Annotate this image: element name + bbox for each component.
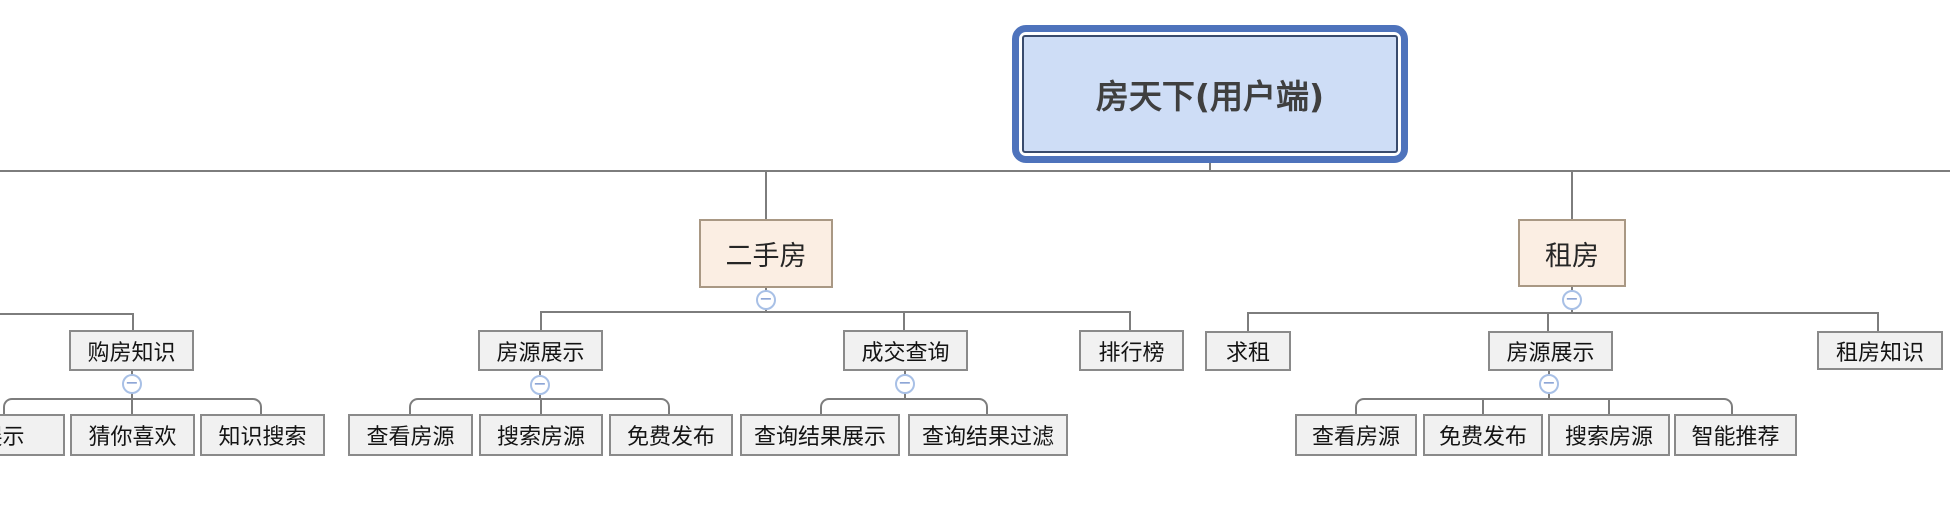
connector-drop-search-listings-b: [1608, 400, 1610, 414]
leaf-view-listings-b[interactable]: 查看房源: [1295, 414, 1417, 456]
connector-bracket-second-hand-children: [540, 311, 1131, 330]
root-node-label: 房天下(用户端): [1022, 35, 1398, 153]
connector-drop-second-hand: [765, 172, 767, 219]
minus-glyph: −: [533, 374, 547, 393]
connector-drop-listing-display-b: [1547, 314, 1549, 331]
connector-bracket-listing-display-a-children: [409, 398, 670, 414]
minus-glyph: −: [1565, 289, 1579, 308]
minus-glyph: −: [1542, 373, 1556, 392]
node-rent[interactable]: 租房: [1518, 219, 1626, 287]
connector-bracket-rent-children: [1247, 312, 1879, 331]
connector-drop-search-listings-a: [540, 400, 542, 414]
leaf-guess-you-like[interactable]: 猜你喜欢: [70, 414, 195, 456]
leaf-view-listings-a[interactable]: 查看房源: [348, 414, 473, 456]
node-listing-display-b[interactable]: 房源展示: [1488, 331, 1613, 371]
node-seek-rent[interactable]: 求租: [1205, 331, 1291, 371]
node-buying-knowledge[interactable]: 购房知识: [69, 330, 194, 371]
connector-bracket-buying-knowledge-children: [3, 398, 262, 414]
leaf-free-post-a[interactable]: 免费发布: [609, 414, 733, 456]
node-listing-display-a[interactable]: 房源展示: [478, 330, 603, 371]
minus-glyph: −: [125, 373, 139, 392]
leaf-smart-recommend[interactable]: 智能推荐: [1674, 414, 1797, 456]
node-rent-knowledge[interactable]: 租房知识: [1817, 331, 1943, 370]
minus-glyph: −: [759, 289, 773, 308]
connector-offscreen-parent-buying-knowledge: [0, 313, 134, 330]
leaf-display-cutoff[interactable]: 展示: [0, 414, 65, 456]
connector-drop-deal-query: [903, 313, 905, 330]
root-node[interactable]: 房天下(用户端): [1012, 25, 1408, 163]
collapse-minus-icon[interactable]: −: [895, 374, 915, 394]
connector-bracket-listing-display-b-children: [1355, 398, 1733, 414]
leaf-free-post-b[interactable]: 免费发布: [1423, 414, 1543, 456]
node-second-hand[interactable]: 二手房: [699, 219, 833, 288]
leaf-search-listings-b[interactable]: 搜索房源: [1548, 414, 1670, 456]
node-deal-query[interactable]: 成交查询: [843, 330, 968, 371]
leaf-search-listings-a[interactable]: 搜索房源: [479, 414, 603, 456]
collapse-minus-icon[interactable]: −: [1539, 374, 1559, 394]
minus-glyph: −: [898, 373, 912, 392]
collapse-minus-icon[interactable]: −: [122, 374, 142, 394]
collapse-minus-icon[interactable]: −: [756, 290, 776, 310]
connector-root-stem: [1209, 163, 1211, 170]
connector-drop-rent: [1571, 172, 1573, 219]
connector-drop-free-post-b: [1482, 400, 1484, 414]
leaf-knowledge-search[interactable]: 知识搜索: [200, 414, 325, 456]
connector-bracket-deal-query-children: [820, 398, 988, 414]
connector-root-rail: [0, 170, 1950, 172]
collapse-minus-icon[interactable]: −: [530, 375, 550, 395]
connector-drop-guess-you-like: [131, 400, 133, 414]
node-ranking[interactable]: 排行榜: [1079, 330, 1184, 371]
leaf-query-result-display[interactable]: 查询结果展示: [740, 414, 900, 456]
collapse-minus-icon[interactable]: −: [1562, 290, 1582, 310]
leaf-query-result-filter[interactable]: 查询结果过滤: [908, 414, 1068, 456]
